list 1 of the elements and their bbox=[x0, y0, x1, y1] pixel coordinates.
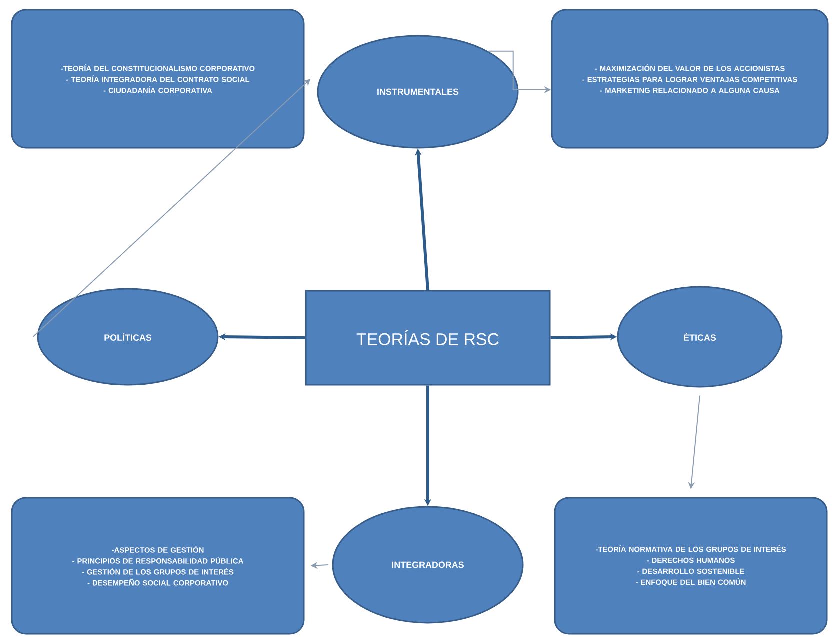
title-box: TEORÍAS DE RSC bbox=[305, 290, 551, 386]
